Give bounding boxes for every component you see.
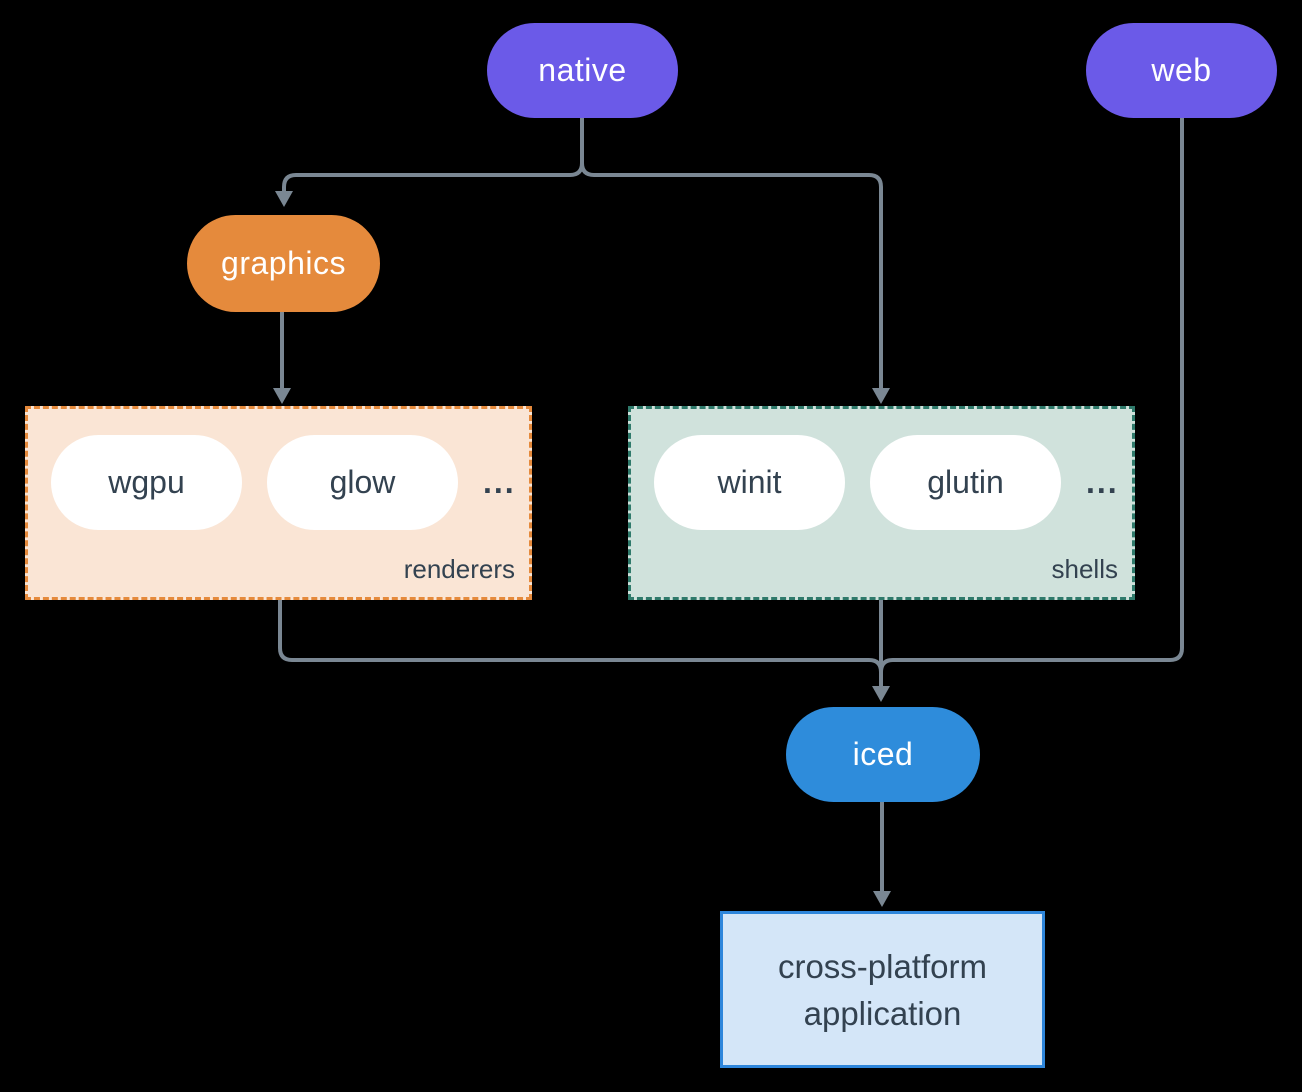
node-web: web xyxy=(1086,23,1277,118)
node-glutin-label: glutin xyxy=(927,464,1004,500)
node-wgpu-label: wgpu xyxy=(108,464,185,500)
renderers-group-label: renderers xyxy=(403,554,515,584)
node-native-label: native xyxy=(538,52,627,88)
node-wgpu: wgpu xyxy=(51,435,242,530)
shells-ellipsis: ... xyxy=(1086,464,1119,500)
node-glow-label: glow xyxy=(329,464,396,500)
node-winit: winit xyxy=(654,435,845,530)
connector-native-graphics xyxy=(282,118,584,192)
arrowhead-application xyxy=(873,891,891,907)
node-glow: glow xyxy=(267,435,458,530)
arrowhead-renderers xyxy=(273,388,291,404)
arrowhead-iced xyxy=(872,686,890,702)
node-iced-label: iced xyxy=(852,736,914,772)
shells-group-label: shells xyxy=(1051,554,1118,584)
node-web-label: web xyxy=(1151,52,1212,88)
renderers-ellipsis: ... xyxy=(483,464,516,500)
node-cross-platform-application: cross-platform application xyxy=(720,911,1045,1068)
node-graphics: graphics xyxy=(187,215,380,312)
application-label-line1: cross-platform xyxy=(777,947,988,985)
node-graphics-label: graphics xyxy=(221,245,346,281)
node-winit-label: winit xyxy=(717,464,782,500)
application-label-line2: application xyxy=(803,994,962,1032)
connector-renderers-iced xyxy=(278,600,883,673)
node-glutin: glutin xyxy=(870,435,1061,530)
connector-native-shells xyxy=(580,118,883,389)
arrowhead-shells xyxy=(872,388,890,404)
node-native: native xyxy=(487,23,678,118)
group-renderers: wgpu glow ... renderers xyxy=(25,406,532,600)
group-shells: winit glutin ... shells xyxy=(628,406,1135,600)
arrowhead-graphics xyxy=(275,191,293,207)
node-iced: iced xyxy=(786,707,980,802)
